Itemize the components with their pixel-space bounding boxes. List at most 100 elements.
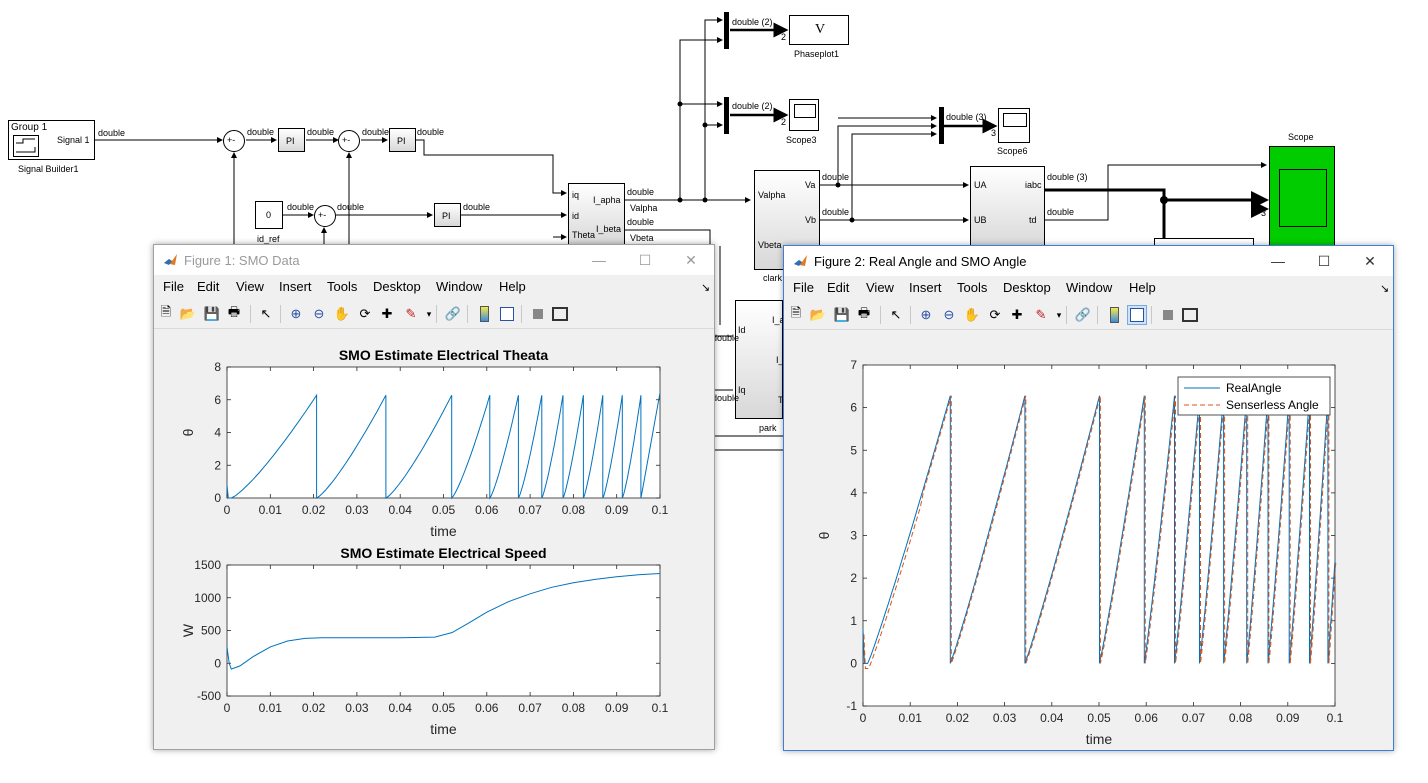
scope3-block[interactable]: [789, 99, 819, 131]
menu-insert[interactable]: Insert: [909, 280, 942, 295]
signal-builder-name: Signal Builder1: [18, 164, 79, 174]
wire-label: double: [307, 127, 335, 137]
open-folder-icon[interactable]: 📂: [179, 306, 197, 321]
sum-block-1[interactable]: +-: [223, 130, 245, 152]
close-button[interactable]: ✕: [1364, 252, 1376, 269]
legend-icon[interactable]: [497, 304, 517, 324]
x-axis-label: time: [430, 721, 457, 737]
dock-arrow-icon[interactable]: ↘: [1380, 283, 1390, 295]
print-icon[interactable]: 🖶: [227, 304, 241, 319]
y-axis-label: W: [180, 623, 196, 637]
figure1-titlebar[interactable]: Figure 1: SMO Data — ☐ ✕: [154, 245, 714, 275]
menu-view[interactable]: View: [866, 280, 894, 295]
menu-file[interactable]: File: [163, 279, 184, 294]
brush-icon[interactable]: ✎: [405, 306, 417, 321]
sum-block-3[interactable]: +-: [314, 205, 336, 227]
menu-help[interactable]: Help: [499, 279, 526, 294]
pan-icon[interactable]: ✋: [333, 306, 351, 321]
link-icon[interactable]: 🔗: [444, 306, 462, 321]
figure2-titlebar[interactable]: Figure 2: Real Angle and SMO Angle — ☐ ✕: [784, 246, 1393, 276]
scope-block[interactable]: [1269, 146, 1335, 250]
pan-icon[interactable]: ✋: [963, 307, 981, 322]
rotate-icon[interactable]: ⟳: [989, 307, 1001, 322]
data-cursor-icon[interactable]: ✚: [381, 306, 393, 321]
new-file-icon[interactable]: 🗎: [160, 304, 172, 319]
menu-desktop[interactable]: Desktop: [373, 279, 421, 294]
x-tick-label: 0.01: [899, 711, 923, 725]
wire-label: double: [822, 172, 850, 182]
colorbar-icon[interactable]: [1104, 305, 1124, 325]
rotate-icon[interactable]: ⟳: [359, 306, 371, 321]
save-icon[interactable]: 💾: [833, 307, 851, 322]
dock-figure-icon[interactable]: [550, 304, 570, 324]
menu-tools[interactable]: Tools: [957, 280, 988, 295]
y-tick-label: 6: [214, 393, 221, 407]
x-tick-label: 0.1: [652, 701, 669, 715]
zoom-in-icon[interactable]: ⊕: [920, 307, 932, 322]
wire-label: double: [247, 127, 275, 137]
y-tick-label: -500: [197, 689, 221, 703]
pi-controller-3[interactable]: PI: [434, 203, 461, 227]
menu-edit[interactable]: Edit: [827, 280, 850, 295]
figure2-window[interactable]: Figure 2: Real Angle and SMO Angle — ☐ ✕…: [783, 245, 1394, 751]
print-icon[interactable]: 🖶: [857, 305, 871, 320]
x-tick-label: 0: [224, 701, 231, 715]
hide-tools-icon[interactable]: [528, 304, 548, 324]
colorbar-icon[interactable]: [474, 304, 494, 324]
park-block[interactable]: Id Iq I_a I_ T: [735, 300, 785, 419]
phaseplot-name: Phaseplot1: [794, 49, 840, 59]
signal-builder-group-label: Group 1: [11, 122, 48, 133]
hide-tools-icon[interactable]: [1158, 305, 1178, 325]
menu-insert[interactable]: Insert: [279, 279, 312, 294]
save-icon[interactable]: 💾: [203, 306, 221, 321]
wire-label: double: [822, 207, 850, 217]
pointer-icon[interactable]: ↖: [890, 307, 902, 322]
menu-view[interactable]: View: [236, 279, 264, 294]
menu-window[interactable]: Window: [1066, 280, 1113, 295]
dock-figure-icon[interactable]: [1180, 305, 1200, 325]
brush-dropdown-icon[interactable]: ▾: [426, 308, 432, 319]
zoom-in-icon[interactable]: ⊕: [290, 306, 302, 321]
pi-controller-2[interactable]: PI: [389, 128, 416, 152]
y-axis-label: θ: [180, 428, 196, 436]
minimize-button[interactable]: —: [592, 252, 606, 268]
scope6-block[interactable]: [998, 108, 1030, 143]
menu-file[interactable]: File: [793, 280, 814, 295]
constant-block[interactable]: 0: [255, 201, 283, 229]
sum-block-2[interactable]: +-: [338, 130, 360, 152]
minimize-button[interactable]: —: [1271, 253, 1285, 269]
dock-arrow-icon[interactable]: ↘: [701, 282, 711, 294]
menu-help[interactable]: Help: [1129, 280, 1156, 295]
speed-series-line: [226, 573, 661, 670]
wire-label: double: [287, 202, 315, 212]
phaseplot-block[interactable]: V: [789, 15, 849, 45]
wire-label: double (3): [946, 112, 987, 122]
legend-icon[interactable]: [1127, 305, 1147, 325]
brush-dropdown-icon[interactable]: ▾: [1056, 309, 1062, 320]
signal-builder-block[interactable]: Group 1 Signal 1: [8, 120, 95, 160]
maximize-button[interactable]: ☐: [1317, 252, 1331, 269]
figure1-window[interactable]: Figure 1: SMO Data — ☐ ✕ File Edit View …: [153, 244, 715, 750]
brush-icon[interactable]: ✎: [1035, 307, 1047, 322]
menu-window[interactable]: Window: [436, 279, 483, 294]
zoom-out-icon[interactable]: ⊖: [313, 306, 325, 321]
data-cursor-icon[interactable]: ✚: [1011, 307, 1023, 322]
menu-desktop[interactable]: Desktop: [1003, 280, 1051, 295]
wire-label: double: [463, 202, 491, 212]
link-icon[interactable]: 🔗: [1074, 307, 1092, 322]
voltage-inverter-block[interactable]: UA UB iabc td: [970, 166, 1045, 250]
maximize-button[interactable]: ☐: [638, 251, 652, 268]
menu-tools[interactable]: Tools: [327, 279, 358, 294]
x-tick-label: 0.04: [389, 503, 413, 517]
open-folder-icon[interactable]: 📂: [809, 307, 827, 322]
pointer-icon[interactable]: ↖: [260, 306, 272, 321]
close-button[interactable]: ✕: [685, 251, 697, 268]
x-tick-label: 0.06: [475, 503, 499, 517]
pi-controller-1[interactable]: PI: [278, 128, 305, 152]
inverse-transform-block[interactable]: iq id Theta I_apha I_beta: [568, 183, 625, 246]
new-file-icon[interactable]: 🗎: [790, 305, 802, 320]
zoom-out-icon[interactable]: ⊖: [943, 307, 955, 322]
menu-edit[interactable]: Edit: [197, 279, 220, 294]
